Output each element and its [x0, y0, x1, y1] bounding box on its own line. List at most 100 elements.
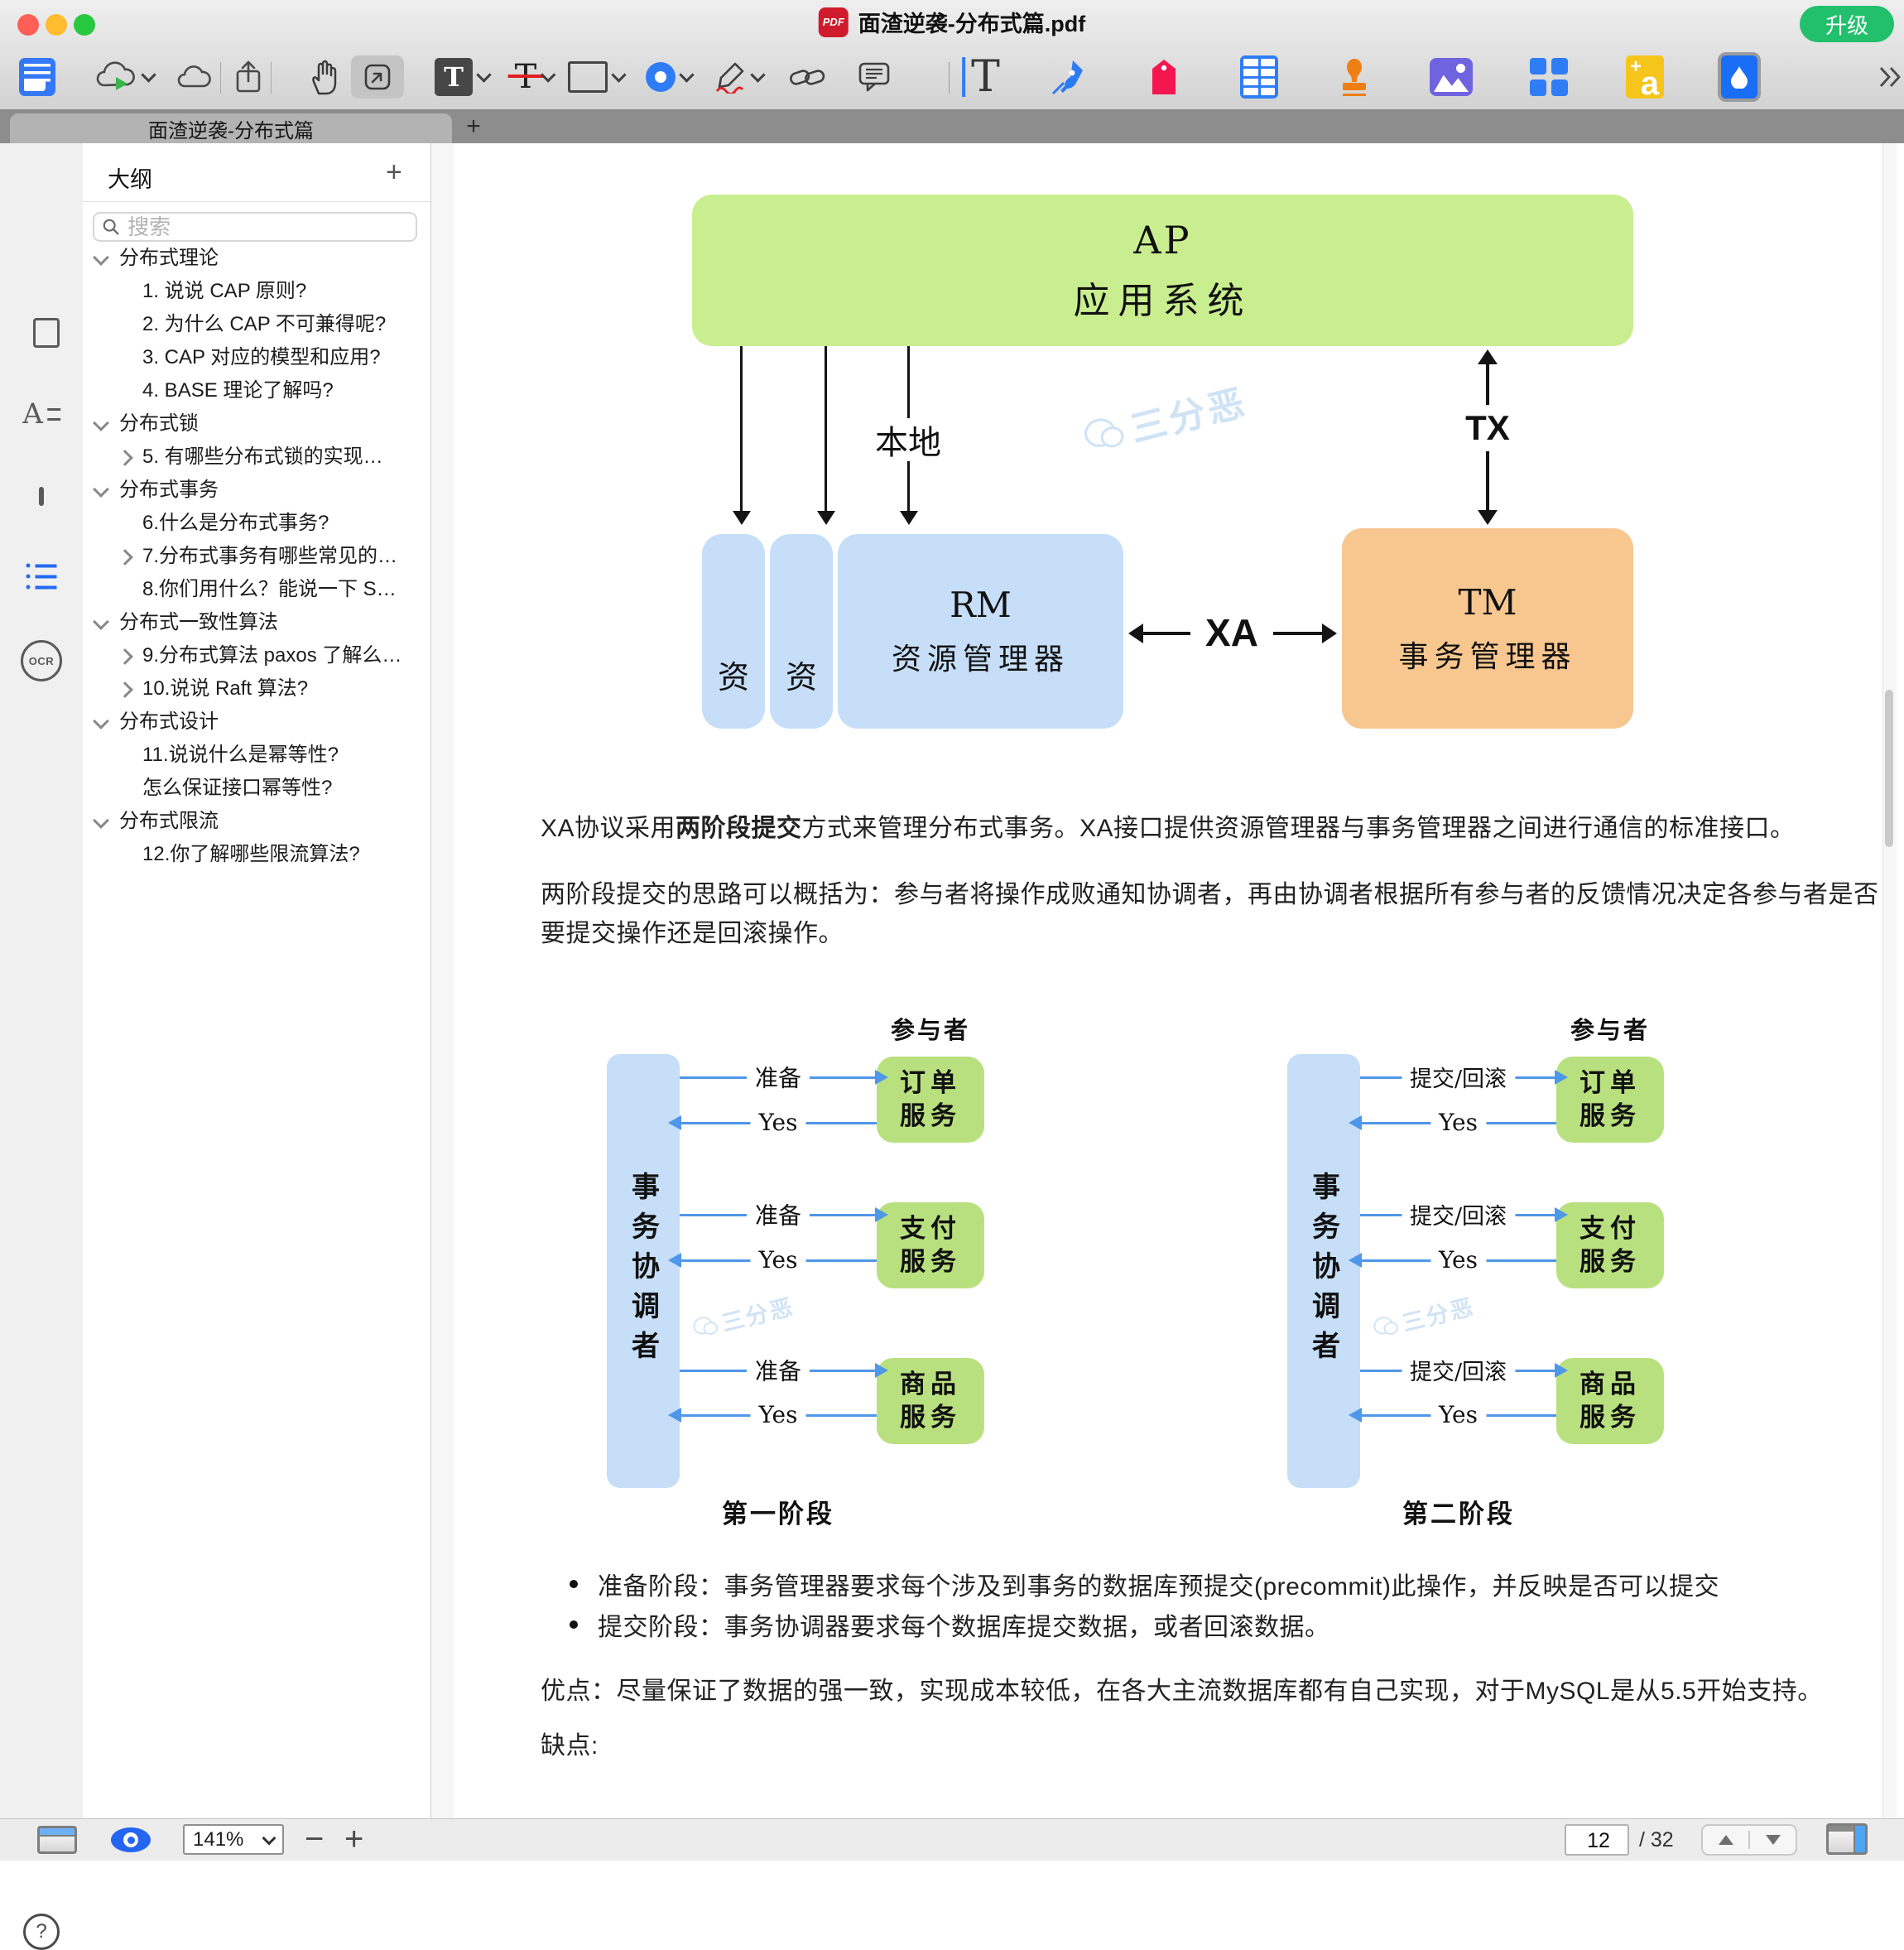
documents-icon [19, 58, 55, 96]
watermark-app-button[interactable] [1718, 52, 1761, 102]
tab-document[interactable]: 面渣逆袭-分布式篇 [10, 113, 452, 143]
toggle-sidebar-button[interactable] [37, 1826, 77, 1854]
fullscreen-window-button[interactable] [74, 14, 95, 36]
outline-section[interactable]: 分布式理论 [83, 242, 429, 275]
image-button[interactable] [1430, 58, 1473, 96]
tx-label: TX [1459, 405, 1517, 451]
zoom-select[interactable]: 141% [183, 1824, 284, 1855]
coordinator-box: 事务协调者 [1287, 1054, 1360, 1488]
tool-dropdown-chevron[interactable] [611, 66, 627, 83]
add-font-button[interactable]: + a [1626, 55, 1664, 100]
toolbar-divider [220, 62, 221, 94]
bookmarks-panel-button[interactable] [39, 487, 44, 506]
page-gutter [431, 143, 454, 1818]
outline-item[interactable]: 1. 说说 CAP 原则? [142, 280, 307, 302]
dot-annotation-button[interactable] [646, 62, 695, 92]
outline-section[interactable]: 分布式一致性算法 [83, 606, 429, 639]
tool-dropdown-chevron[interactable] [679, 66, 695, 83]
cloud-button[interactable] [175, 63, 214, 91]
next-page-button[interactable] [1750, 1826, 1796, 1854]
hand-tool-button[interactable] [308, 59, 338, 95]
page-scrollbar-track[interactable] [1882, 143, 1897, 1818]
page-number-field[interactable] [1565, 1824, 1631, 1856]
outline-item[interactable]: 12.你了解哪些限流算法? [142, 843, 360, 865]
tag-button[interactable] [1151, 58, 1177, 96]
outline-item[interactable]: 9.分布式算法 paxos 了解么… [83, 639, 429, 672]
outline-section[interactable]: 分布式锁 [83, 407, 429, 441]
outline-item[interactable]: 4. BASE 理论了解吗? [142, 379, 334, 402]
pen-nib-icon [1051, 60, 1083, 95]
outline-section[interactable]: 分布式事务 [83, 474, 429, 507]
outline-item[interactable]: 5. 有哪些分布式锁的实现… [83, 441, 429, 474]
zoom-in-button[interactable]: + [344, 1821, 364, 1857]
wechat-icon [1372, 1314, 1399, 1339]
page-total-label: / 32 [1639, 1828, 1674, 1851]
shape-tool-button[interactable] [568, 61, 627, 93]
outline-tree: 分布式理论 1. 说说 CAP 原则? 2. 为什么 CAP 不可兼得呢? 3.… [83, 242, 429, 871]
tool-dropdown-chevron[interactable] [476, 66, 492, 83]
highlight-text-button[interactable]: T [435, 58, 492, 96]
more-tools-button[interactable] [1878, 65, 1902, 89]
minimize-window-button[interactable] [46, 14, 67, 36]
outline-item[interactable]: 6.什么是分布式事务? [142, 512, 329, 534]
table-icon [1240, 55, 1278, 99]
view-mode-eye-button[interactable] [111, 1827, 151, 1852]
stamp-button[interactable] [1339, 57, 1370, 97]
select-tool-button[interactable] [351, 55, 404, 99]
outline-item[interactable]: 11.说说什么是幂等性? [142, 744, 339, 766]
page-scrollbar-thumb[interactable] [1885, 690, 1893, 847]
outline-item[interactable]: 10.说说 Raft 算法? [83, 672, 429, 705]
divider [83, 201, 430, 202]
new-tab-button[interactable]: + [466, 112, 481, 140]
stamp-icon [1343, 59, 1366, 96]
chevron-down-icon [93, 481, 109, 498]
previous-page-button[interactable] [1703, 1826, 1748, 1854]
page-number-input[interactable] [1566, 1826, 1631, 1856]
documents-button[interactable] [19, 58, 55, 96]
ocr-button[interactable]: OCR [21, 640, 62, 681]
diagram-resource-box: 资 [770, 534, 833, 729]
draw-tool-button[interactable] [714, 60, 766, 94]
zoom-out-button[interactable]: − [305, 1821, 325, 1857]
signature-button[interactable] [1050, 59, 1086, 95]
paragraph-xa: XA协议采用两阶段提交方式来管理分布式事务。XA接口提供资源管理器与事务管理器之… [541, 815, 1796, 842]
chevron-down-icon [93, 812, 109, 829]
annotations-panel-button[interactable]: A [22, 400, 60, 428]
image-icon [1430, 58, 1473, 96]
link-button[interactable] [789, 65, 825, 89]
add-outline-button[interactable]: + [386, 156, 402, 188]
comment-button[interactable] [858, 61, 890, 93]
upgrade-button[interactable]: 升级 [1800, 6, 1894, 42]
tool-dropdown-chevron[interactable] [141, 66, 156, 83]
help-button[interactable]: ? [23, 1914, 60, 1950]
close-window-button[interactable] [17, 14, 39, 36]
tool-dropdown-chevron[interactable] [540, 66, 556, 83]
outline-item[interactable]: 8.你们用什么？能说一下 S… [142, 578, 397, 600]
search-field[interactable] [93, 212, 417, 242]
outline-item[interactable]: 3. CAP 对应的模型和应用? [142, 346, 381, 368]
edit-text-button[interactable]: T [962, 55, 1000, 99]
outline-item[interactable]: 怎么保证接口幂等性? [142, 777, 333, 799]
thumbnails-panel-button[interactable] [39, 324, 44, 343]
outline-section[interactable]: 分布式设计 [83, 705, 429, 739]
tool-dropdown-chevron[interactable] [750, 66, 766, 83]
phase1-caption: 第一阶段 [722, 1500, 834, 1529]
apps-grid-button[interactable] [1530, 58, 1568, 96]
dot-annotation-icon [646, 62, 676, 92]
outline-panel-button[interactable] [26, 563, 57, 590]
table-button[interactable] [1240, 55, 1278, 99]
request-arrow: 提交/回滚 [1360, 1353, 1568, 1386]
toggle-right-panel-button[interactable] [1826, 1823, 1868, 1855]
share-button[interactable] [234, 60, 262, 94]
outline-item[interactable]: 7.分布式事务有哪些常见的… [83, 540, 429, 573]
plus-glyph: + [1630, 55, 1642, 78]
cloud-sync-button[interactable] [94, 60, 156, 94]
zoom-value: 141% [193, 1827, 244, 1851]
chevron-down-icon [262, 1831, 276, 1845]
search-input[interactable] [126, 213, 407, 241]
book-icon [39, 487, 44, 506]
outline-section[interactable]: 分布式限流 [83, 805, 429, 838]
strikethrough-button[interactable]: T [507, 60, 556, 94]
outline-item[interactable]: 2. 为什么 CAP 不可兼得呢? [142, 313, 387, 335]
watermark: 三分恶 [1079, 373, 1253, 464]
